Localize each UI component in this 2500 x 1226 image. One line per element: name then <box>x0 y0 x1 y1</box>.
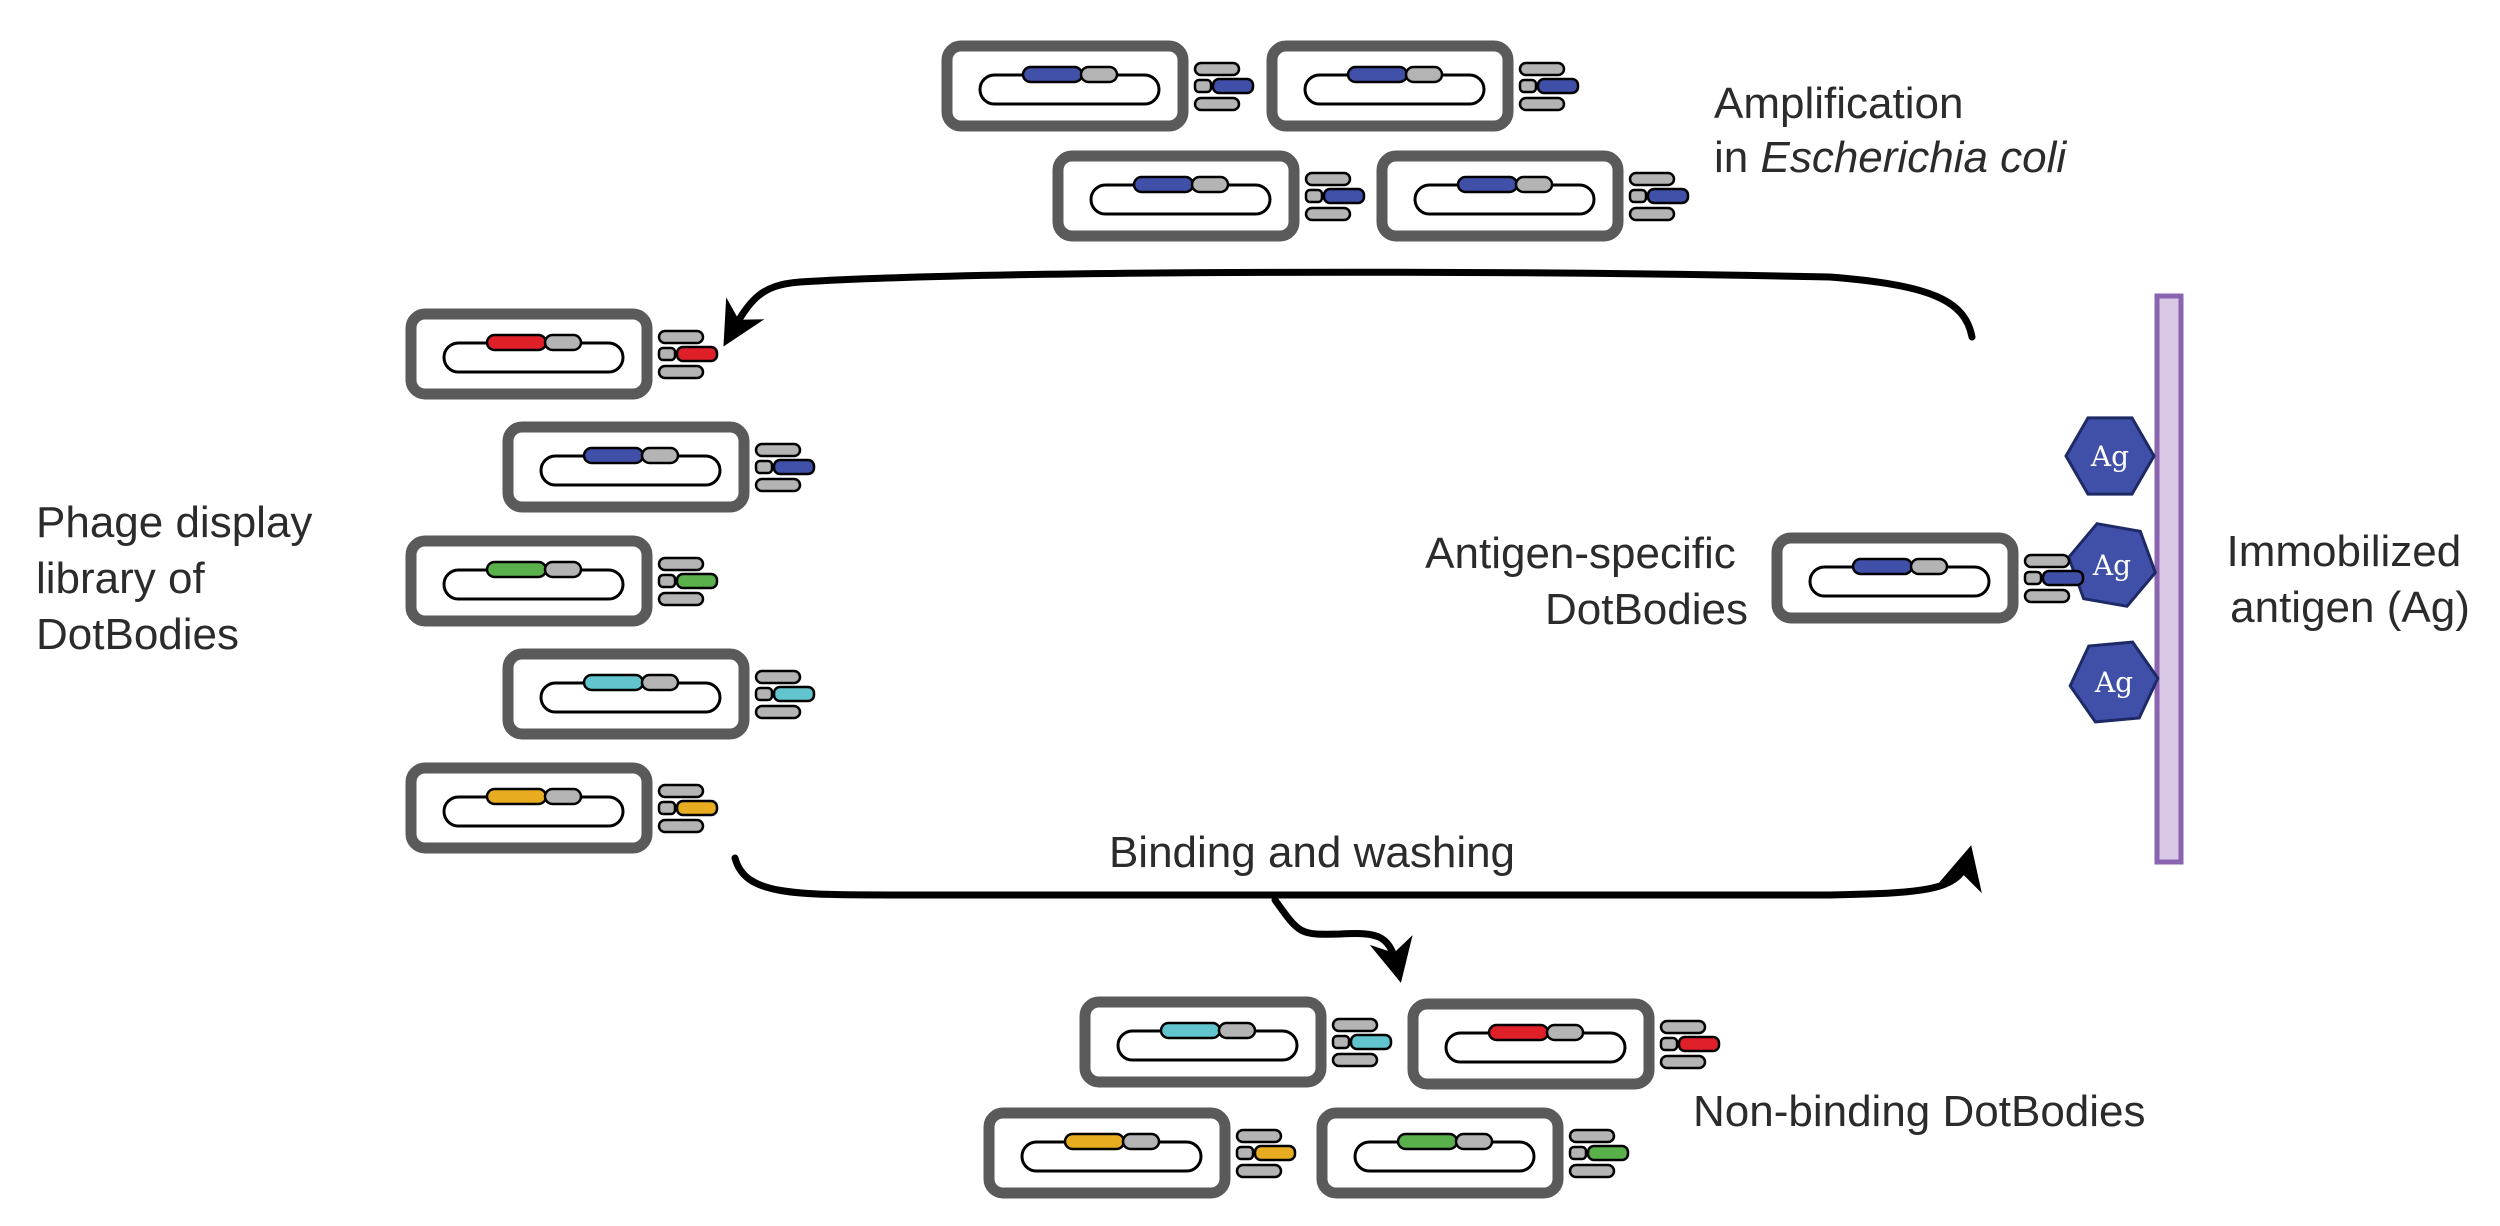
displayed-binder <box>1322 187 1366 205</box>
displayed-binder <box>2041 569 2085 587</box>
non-binding-label: Non-binding DotBodies <box>1693 1087 2146 1136</box>
washing-arrow <box>1271 896 1413 983</box>
displayed-binder <box>675 572 719 590</box>
antigen-specific-label: Antigen-specific DotBodies <box>1425 529 1748 634</box>
phage-cell <box>1407 998 1721 1090</box>
displayed-binder <box>1646 187 1690 205</box>
displayed-binder <box>675 345 719 363</box>
gene-insert <box>1456 175 1519 194</box>
gene-insert <box>1132 175 1195 194</box>
antigen-label: Ag <box>2090 440 2129 473</box>
displayed-binder <box>1349 1033 1393 1051</box>
phage-cell <box>502 648 816 740</box>
phage-cell <box>1266 40 1580 132</box>
gene-insert <box>485 787 548 806</box>
amplification-label: Amplification <box>1714 79 1963 128</box>
antigen-hexagon: Ag <box>2068 640 2160 724</box>
immobilized-antigen-label: Immobilized antigen (Ag) <box>2227 527 2474 632</box>
antigen-surface <box>2154 293 2184 865</box>
antigen-hexagon: Ag <box>2066 522 2158 608</box>
phage-cell <box>405 535 719 627</box>
return-arrow <box>723 268 1976 347</box>
gene-insert <box>1063 1132 1126 1151</box>
antigen-label: Ag <box>2092 549 2131 582</box>
displayed-binder <box>1536 77 1580 95</box>
gene-insert <box>1487 1023 1550 1042</box>
binding-arrow <box>731 845 1982 899</box>
library-label: Phage display library of DotBodies <box>36 498 325 659</box>
gene-insert <box>485 560 548 579</box>
displayed-binder <box>1586 1144 1630 1162</box>
antigen-label: Ag <box>2094 666 2133 699</box>
gene-insert <box>582 446 645 465</box>
gene-insert <box>1396 1132 1459 1151</box>
phage-cell <box>405 762 719 854</box>
gene-insert <box>485 333 548 352</box>
antigen-hexagon: Ag <box>2064 416 2156 496</box>
phage-cell <box>1376 150 1690 242</box>
displayed-binder <box>772 458 816 476</box>
binding-washing-label: Binding and washing <box>1109 828 1515 877</box>
phage-cell <box>983 1107 1297 1199</box>
phage-cell <box>941 40 1255 132</box>
phage-cell <box>1316 1107 1630 1199</box>
phage-cell <box>502 421 816 513</box>
phage-cell <box>405 308 719 400</box>
displayed-binder <box>675 799 719 817</box>
displayed-binder <box>1677 1035 1721 1053</box>
gene-insert <box>582 673 645 692</box>
phage-cell <box>1079 996 1393 1088</box>
phage-cell <box>1052 150 1366 242</box>
gene-insert <box>1346 65 1409 84</box>
displayed-binder <box>772 685 816 703</box>
displayed-binder <box>1211 77 1255 95</box>
gene-insert <box>1021 65 1084 84</box>
displayed-binder <box>1253 1144 1297 1162</box>
gene-insert <box>1159 1021 1222 1040</box>
phage-cell <box>1771 532 2085 624</box>
gene-insert <box>1851 557 1914 576</box>
amplification-host-label: in Escherichia coli <box>1714 133 2067 182</box>
